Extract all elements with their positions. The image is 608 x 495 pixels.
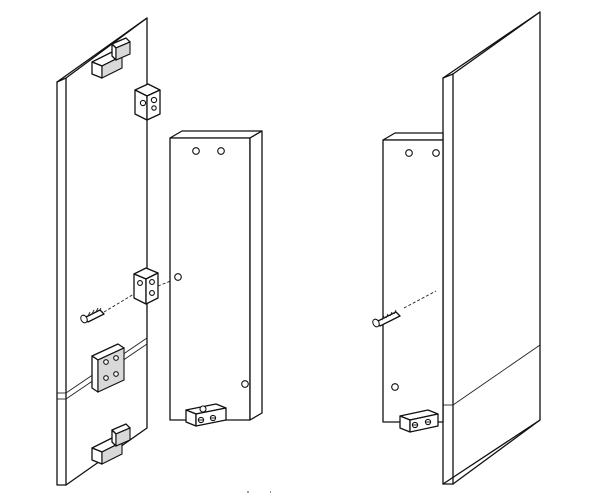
left-side-panel bbox=[56, 17, 148, 486]
left-door-panel bbox=[169, 130, 263, 421]
left-exploded-view bbox=[56, 17, 263, 486]
right-side-panel bbox=[442, 11, 541, 485]
top-hinge-block bbox=[91, 37, 131, 79]
right-bottom-bracket bbox=[399, 409, 439, 433]
middle-connector-block bbox=[133, 267, 159, 305]
right-assembled-view bbox=[372, 11, 541, 485]
bottom-hinge-block bbox=[91, 423, 131, 465]
right-door-panel bbox=[382, 132, 444, 423]
door-bottom-bracket bbox=[185, 403, 227, 427]
lower-hinge-plate bbox=[91, 343, 125, 393]
right-screw bbox=[372, 290, 437, 328]
upper-connector-block bbox=[134, 83, 161, 121]
left-screw bbox=[80, 293, 135, 324]
